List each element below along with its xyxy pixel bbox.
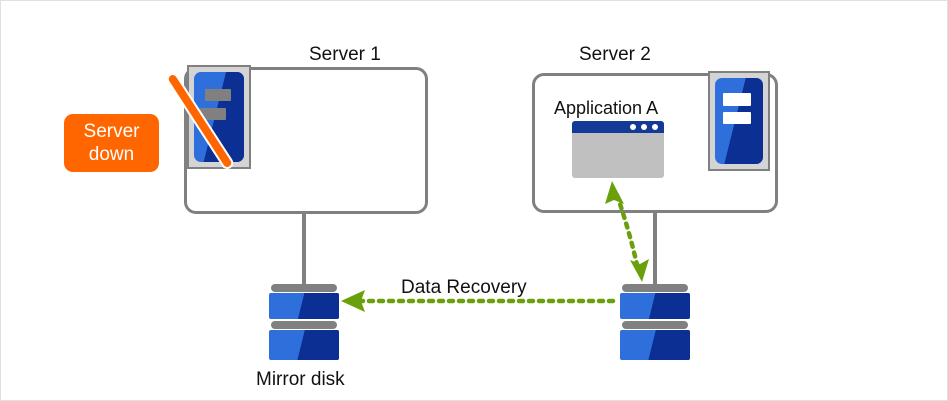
- server1-tower-icon: [164, 65, 251, 172]
- disk-platter-bottom: [620, 330, 690, 360]
- server2-disk-connector: [653, 212, 657, 286]
- application-window-icon: [572, 121, 664, 178]
- application-a-label: Application A: [554, 98, 659, 118]
- window-dot-2: [641, 124, 647, 130]
- window-dot-1: [630, 124, 636, 130]
- mirror-disk-left: [269, 284, 339, 362]
- badge-line-1: Server: [83, 121, 140, 142]
- server2-title: Server 2: [579, 44, 651, 65]
- server-icon-bar-bottom: [722, 111, 751, 124]
- disk-platter-top: [269, 293, 339, 319]
- disk-cap-middle: [622, 321, 688, 329]
- mirror-disk-label: Mirror disk: [256, 369, 345, 390]
- disk-platter-top: [620, 293, 690, 319]
- disk-cap-top: [622, 284, 688, 292]
- badge-line-2: down: [88, 144, 135, 165]
- disk-platter-bottom: [269, 330, 339, 360]
- disk-cap-middle: [271, 321, 337, 329]
- window-titlebar: [572, 121, 664, 133]
- disk-cap-top: [271, 284, 337, 292]
- server-icon-bar-top: [205, 89, 231, 101]
- server-icon-bar-top: [722, 93, 751, 106]
- server1-title: Server 1: [309, 44, 381, 65]
- window-dot-3: [652, 124, 658, 130]
- mirror-disk-right: [620, 284, 690, 362]
- server-tower-icon: [715, 78, 763, 164]
- data-recovery-label: Data Recovery: [401, 277, 527, 298]
- server2-tower-icon: [708, 71, 770, 171]
- server-icon-bar-bottom: [200, 108, 226, 120]
- server-down-badge: Server down: [64, 114, 159, 172]
- server1-disk-connector: [302, 212, 306, 286]
